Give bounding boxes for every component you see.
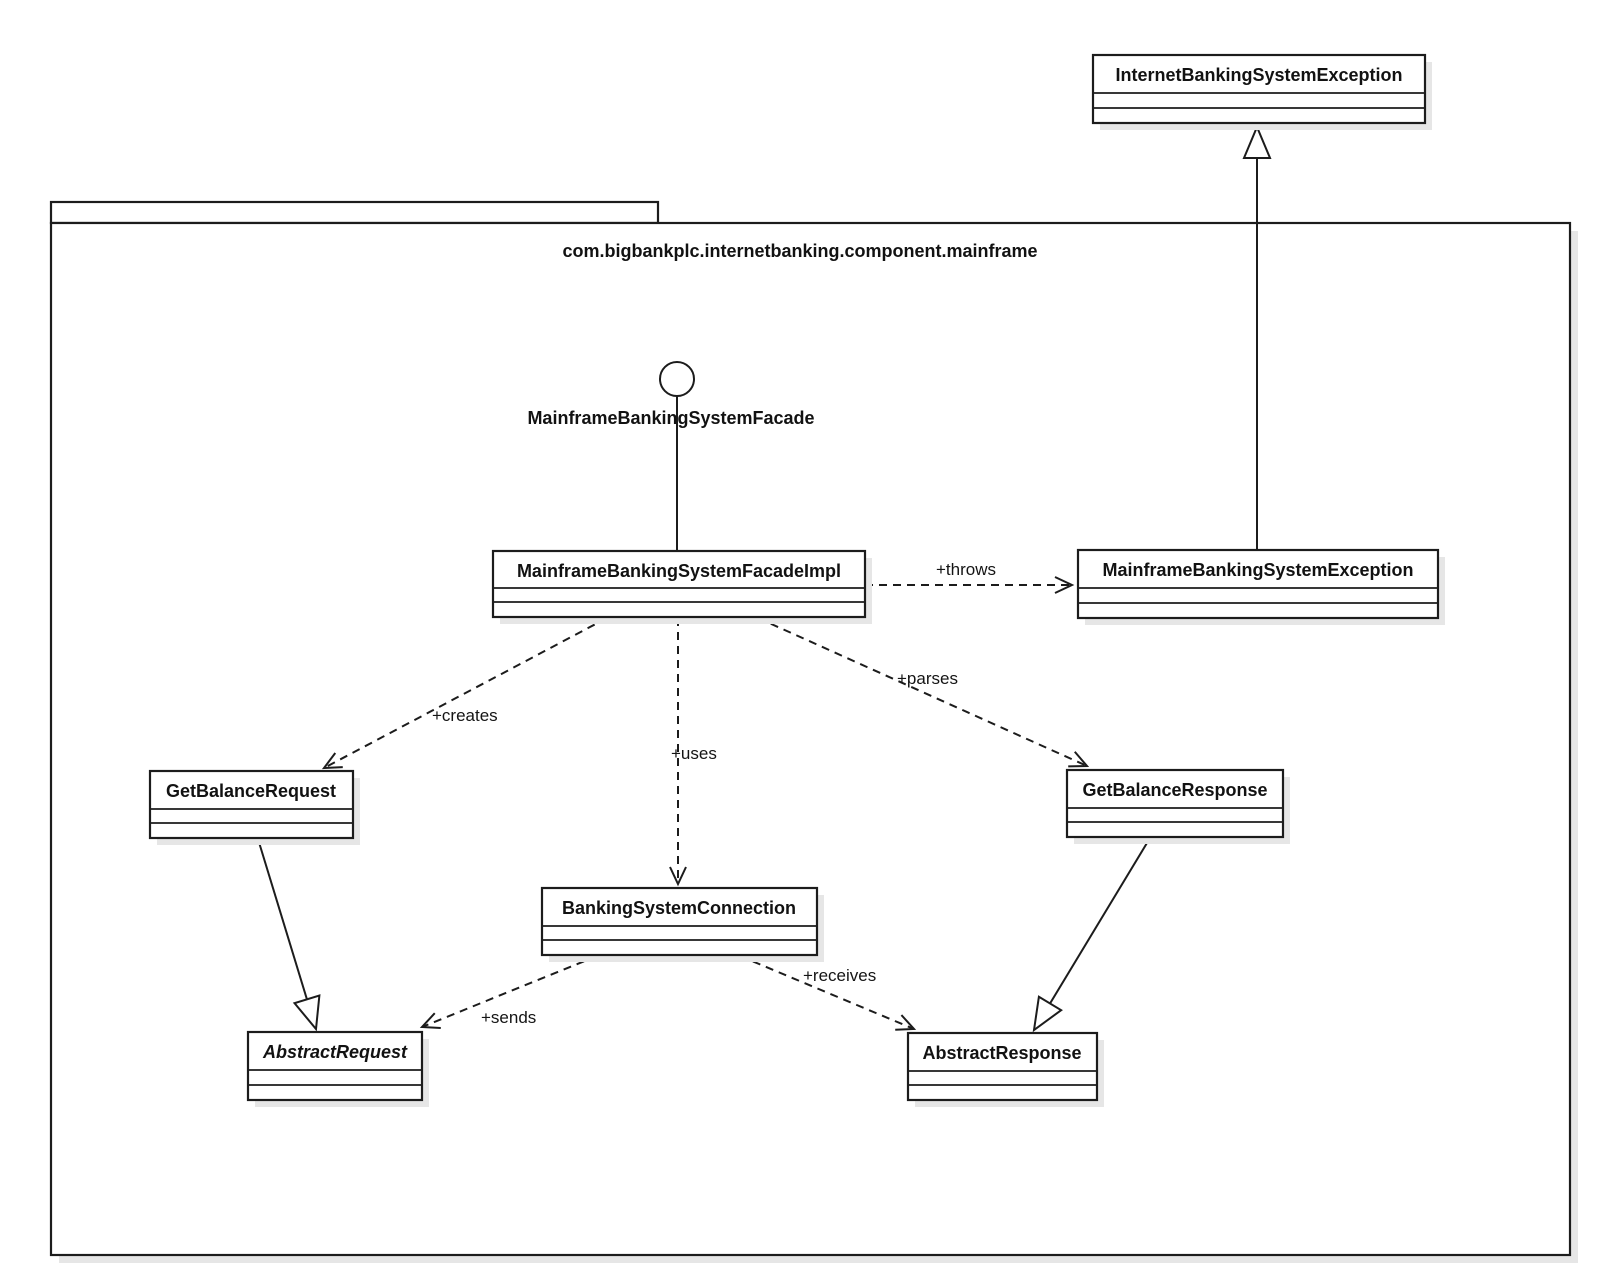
edges-dependencies: +throws +creates +uses +parses +sends +r… [321,560,1090,1031]
class-name-label: InternetBankingSystemException [1115,65,1402,85]
class-border [1076,548,1440,620]
class-name-label: AbstractRequest [262,1042,408,1062]
edge-parses [757,617,1090,768]
edge-label-receives: +receives [803,966,876,985]
edge-label-uses: +uses [671,744,717,763]
class-border [148,769,355,840]
package-tab [49,200,660,225]
class-get-balance-response: GetBalanceResponse [1065,768,1290,844]
class-banking-system-connection: BankingSystemConnection [540,886,824,962]
class-abstract-response: AbstractResponse [906,1031,1104,1107]
class-border [1065,768,1285,839]
edge-sends [419,955,598,1030]
class-name-label: MainframeBankingSystemFacadeImpl [517,561,841,581]
class-border [491,549,867,619]
edge-label-throws: +throws [936,560,996,579]
class-internet-banking-system-exception: InternetBankingSystemException [1091,53,1432,130]
class-border [246,1030,424,1102]
edge-label-creates: +creates [432,706,498,725]
interface-label: MainframeBankingSystemFacade [527,408,814,428]
class-abstract-request: AbstractRequest [246,1030,429,1107]
edge-receives [739,955,917,1031]
edge-label-parses: +parses [897,669,958,688]
class-border [540,886,819,957]
class-name-label: GetBalanceRequest [166,781,336,801]
class-border [906,1031,1099,1102]
class-mainframe-banking-system-exception: MainframeBankingSystemException [1076,548,1445,625]
class-border [1091,53,1427,125]
class-name-label: BankingSystemConnection [562,898,796,918]
class-name-label: AbstractResponse [922,1043,1081,1063]
class-get-balance-request: GetBalanceRequest [148,769,360,845]
lollipop-circle-icon [659,361,695,397]
package-name-label: com.bigbankplc.internetbanking.component… [562,241,1037,261]
edge-label-sends: +sends [481,1008,536,1027]
edge-creates [321,617,608,770]
class-name-label: GetBalanceResponse [1082,780,1267,800]
edge-generalization-request [257,838,321,1032]
interface-mainframe-banking-system-facade: MainframeBankingSystemFacade [527,361,815,551]
class-name-label: MainframeBankingSystemException [1102,560,1413,580]
class-mainframe-banking-system-facade-impl: MainframeBankingSystemFacadeImpl [491,549,872,624]
edge-generalization-response [1032,837,1151,1033]
